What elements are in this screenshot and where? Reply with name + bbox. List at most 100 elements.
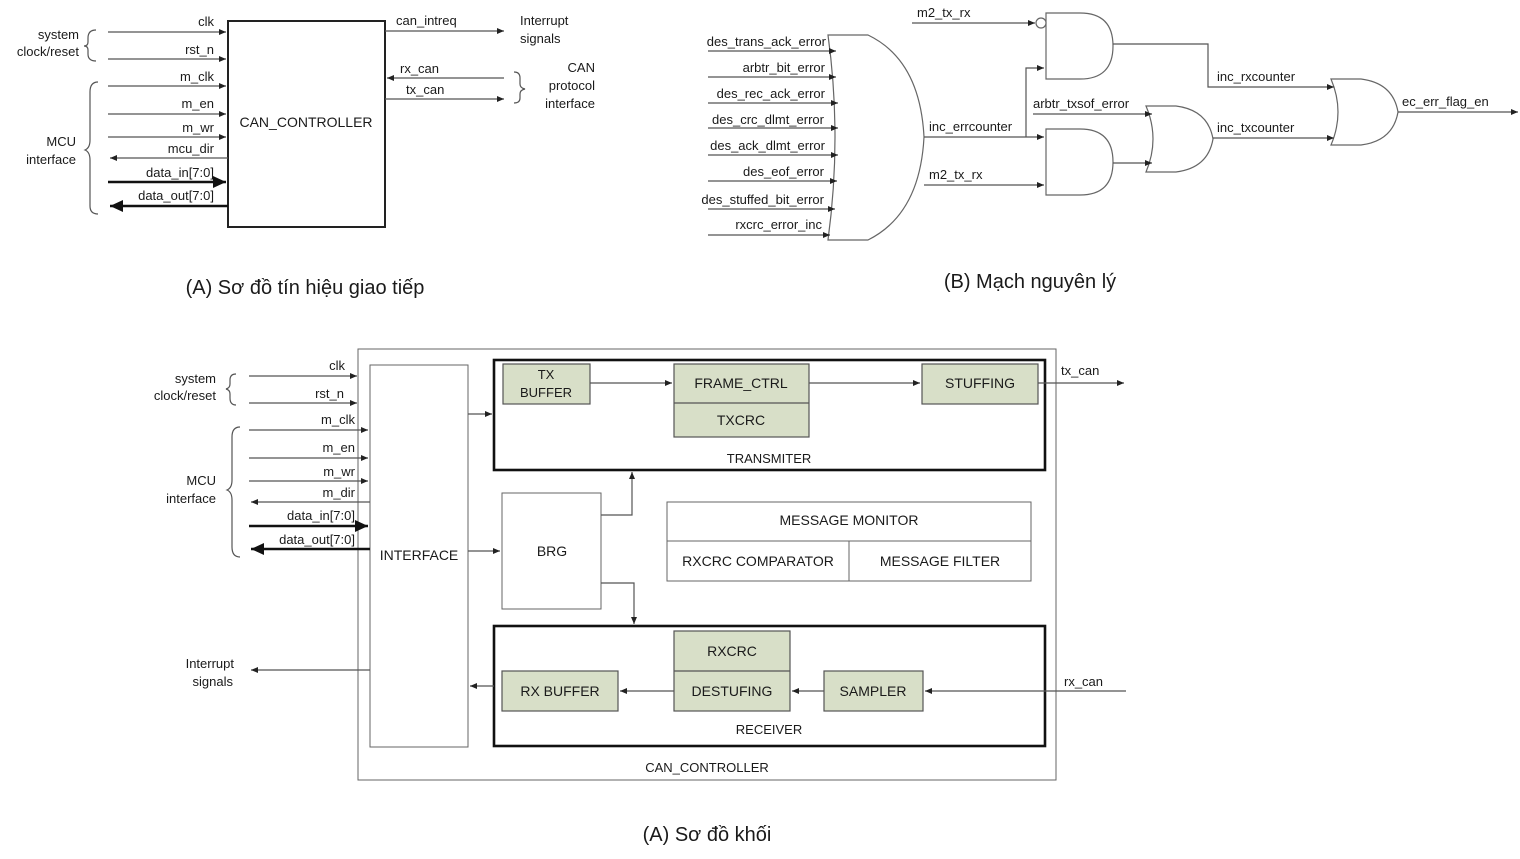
label-clk: clk — [198, 14, 214, 29]
label-m-clk: m_clk — [321, 412, 355, 427]
sampler-block — [823, 670, 924, 712]
label-des-rec-ack-error: des_rec_ack_error — [717, 86, 826, 101]
stuffing-label: STUFFING — [945, 375, 1015, 391]
inc-errcounter-branch — [1025, 65, 1044, 137]
label-clk: clk — [329, 358, 345, 373]
diagram-b-logic-circuit: des_trans_ack_error arbtr_bit_error des_… — [701, 5, 1518, 293]
diagram-a-signal-interface: CAN_CONTROLLER clk rst_n m_clk m_en m_wr… — [17, 13, 595, 299]
clock-reset-label: clock/reset — [154, 388, 217, 403]
label-m-wr: m_wr — [182, 120, 214, 135]
label-data-out: data_out[7:0] — [138, 188, 214, 203]
label-m-dir: m_dir — [322, 485, 355, 500]
label-rst-n: rst_n — [315, 386, 344, 401]
interface-label: INTERFACE — [380, 547, 459, 563]
tx-buffer-block — [502, 363, 591, 405]
frame-ctrl-block — [673, 363, 810, 438]
inverter-bubble — [1035, 17, 1047, 29]
signals-label: signals — [193, 674, 234, 689]
block-label: CAN_CONTROLLER — [239, 114, 372, 130]
label-m2-tx-rx-top: m2_tx_rx — [917, 5, 971, 20]
brg-block — [501, 492, 602, 610]
tx-buffer-label-2: BUFFER — [520, 385, 572, 400]
message-monitor-label: MESSAGE MONITOR — [780, 512, 919, 528]
label-data-in: data_in[7:0] — [146, 165, 214, 180]
frame-ctrl-label: FRAME_CTRL — [694, 375, 788, 391]
outer-label: CAN_CONTROLLER — [645, 760, 769, 775]
label-m-en: m_en — [181, 96, 214, 111]
label-arbtr-txsof-error: arbtr_txsof_error — [1033, 96, 1130, 111]
or-gate-final — [1330, 78, 1399, 146]
label-rst-n: rst_n — [185, 42, 214, 57]
system-label: system — [38, 27, 79, 42]
label-rx-can: rx_can — [400, 61, 439, 76]
destufing-label: DESTUFING — [692, 683, 773, 699]
mcu-brace — [225, 426, 241, 558]
rxcrc-label: RXCRC — [707, 643, 757, 659]
system-brace — [83, 29, 97, 62]
can-brace — [513, 71, 526, 104]
and-gate-tx — [1045, 128, 1114, 196]
clock-reset-label: clock/reset — [17, 44, 80, 59]
or-gate-tx — [1145, 105, 1214, 173]
can-controller-block — [227, 20, 386, 228]
interface-label: interface — [26, 152, 76, 167]
brg-to-tx-wire — [601, 472, 635, 516]
rx-can-label: rx_can — [1064, 674, 1103, 689]
interface-block — [369, 364, 469, 748]
caption-c: (A) Sơ đồ khối — [643, 824, 772, 846]
system-label: system — [175, 371, 216, 386]
transmitter-label: TRANSMITER — [727, 451, 812, 466]
brg-to-rx-wire — [601, 582, 637, 624]
sampler-label: SAMPLER — [840, 683, 907, 699]
protocol-interface-label: interface — [545, 96, 595, 111]
rxcrc-comparator-label: RXCRC COMPARATOR — [682, 553, 834, 569]
label-can-intreq: can_intreq — [396, 13, 457, 28]
protocol-label: protocol — [549, 78, 595, 93]
caption-a: (A) Sơ đồ tín hiệu giao tiếp — [186, 277, 425, 299]
rx-buffer-label: RX BUFFER — [520, 683, 599, 699]
tx-can-label: tx_can — [1061, 363, 1099, 378]
label-des-eof-error: des_eof_error — [743, 164, 825, 179]
mcu-label: MCU — [46, 134, 76, 149]
label-data-in: data_in[7:0] — [287, 508, 355, 523]
signals-label: signals — [520, 31, 561, 46]
label-m2-tx-rx-bottom: m2_tx_rx — [929, 167, 983, 182]
txcrc-label: TXCRC — [717, 412, 765, 428]
mcu-label: MCU — [186, 473, 216, 488]
label-inc-txcounter: inc_txcounter — [1217, 120, 1295, 135]
label-m-wr: m_wr — [323, 464, 355, 479]
interface-group-label: interface — [166, 491, 216, 506]
label-rxcrc-error-inc: rxcrc_error_inc — [735, 217, 822, 232]
can-label: CAN — [568, 60, 595, 75]
label-ec-err-flag-en: ec_err_flag_en — [1402, 94, 1489, 109]
caption-b: (B) Mạch nguyên lý — [944, 271, 1116, 293]
mcu-brace — [83, 81, 99, 215]
label-des-stuffed-bit-error: des_stuffed_bit_error — [701, 192, 824, 207]
system-brace — [225, 373, 237, 406]
interrupt-label: Interrupt — [520, 13, 569, 28]
label-inc-errcounter: inc_errcounter — [929, 119, 1013, 134]
rx-buffer-block — [501, 670, 619, 712]
and-gate-rx — [1045, 12, 1114, 80]
label-m-clk: m_clk — [180, 69, 214, 84]
label-mcu-dir: mcu_dir — [168, 141, 215, 156]
or-input-wires — [708, 48, 838, 238]
interrupt-label: Interrupt — [186, 656, 235, 671]
brg-label: BRG — [537, 543, 567, 559]
diagram-c-block-diagram: CAN_CONTROLLER INTERFACE clk rst_n m_clk… — [154, 348, 1126, 846]
stuffing-block — [921, 363, 1039, 405]
inc-rxcounter-wire — [1113, 43, 1334, 90]
label-arbtr-bit-error: arbtr_bit_error — [743, 60, 826, 75]
label-data-out: data_out[7:0] — [279, 532, 355, 547]
message-filter-label: MESSAGE FILTER — [880, 553, 1000, 569]
label-des-crc-dlmt-error: des_crc_dlmt_error — [712, 112, 825, 127]
label-tx-can: tx_can — [406, 82, 444, 97]
tx-buffer-label-1: TX — [538, 367, 555, 382]
or-gate-main — [827, 34, 925, 241]
label-des-ack-dlmt-error: des_ack_dlmt_error — [710, 138, 826, 153]
label-m-en: m_en — [322, 440, 355, 455]
receiver-label: RECEIVER — [736, 722, 802, 737]
transmitter-block — [492, 358, 1047, 472]
label-inc-rxcounter: inc_rxcounter — [1217, 69, 1296, 84]
